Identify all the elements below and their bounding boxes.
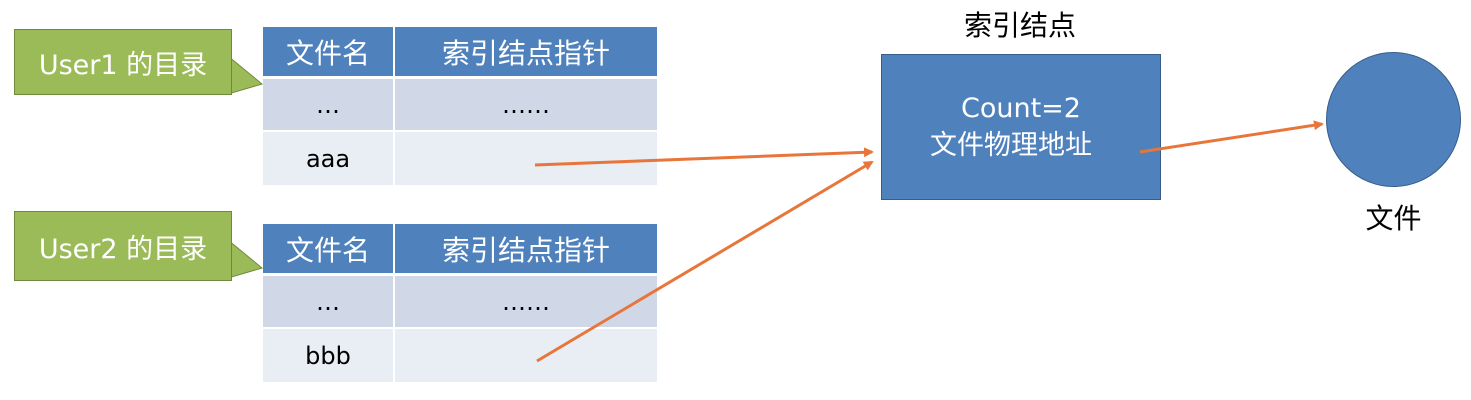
table-header-row: 文件名 索引结点指针	[263, 224, 657, 276]
filename-cell: …	[263, 79, 393, 132]
column-header-filename: 文件名	[263, 27, 393, 79]
table-header-row: 文件名 索引结点指针	[263, 27, 657, 79]
column-header-inode-pointer: 索引结点指针	[393, 27, 657, 79]
inode-pointer-cell: ……	[393, 276, 657, 329]
user1-directory-label: User1 的目录	[14, 29, 232, 95]
user2-directory-label: User2 的目录	[14, 211, 232, 281]
table-row: … ……	[263, 276, 657, 329]
filename-cell: …	[263, 276, 393, 329]
inode-physical-address: 文件物理地址	[930, 130, 1092, 161]
user1-directory-label-text: User1 的目录	[38, 49, 208, 81]
user2-directory-table: 文件名 索引结点指针 … …… bbb	[263, 224, 657, 382]
user2-directory-label-text: User2 的目录	[38, 233, 208, 265]
table-row: aaa	[263, 132, 657, 185]
bbb-to-inode-arrow	[536, 160, 874, 363]
inode-pointer-cell	[393, 132, 657, 185]
table-row: … ……	[263, 79, 657, 132]
table-row: bbb	[263, 329, 657, 382]
inode-to-file-arrow	[1139, 120, 1324, 154]
inode-caption: 索引结点	[963, 9, 1076, 42]
inode-pointer-cell	[393, 329, 657, 382]
filename-cell: aaa	[263, 132, 393, 185]
filename-cell: bbb	[263, 329, 393, 382]
inode-pointer-cell: ……	[393, 79, 657, 132]
user2-callout-tail	[228, 239, 264, 279]
user1-directory-table: 文件名 索引结点指针 … …… aaa	[263, 27, 657, 185]
column-header-inode-pointer: 索引结点指针	[393, 224, 657, 276]
file-node	[1326, 52, 1461, 187]
file-label: 文件	[1365, 202, 1422, 235]
inode-box: Count=2 文件物理地址	[881, 54, 1161, 200]
aaa-to-inode-arrow	[534, 147, 874, 167]
inode-count: Count=2	[961, 93, 1081, 124]
user1-callout-tail	[228, 55, 264, 95]
column-header-filename: 文件名	[263, 224, 393, 276]
